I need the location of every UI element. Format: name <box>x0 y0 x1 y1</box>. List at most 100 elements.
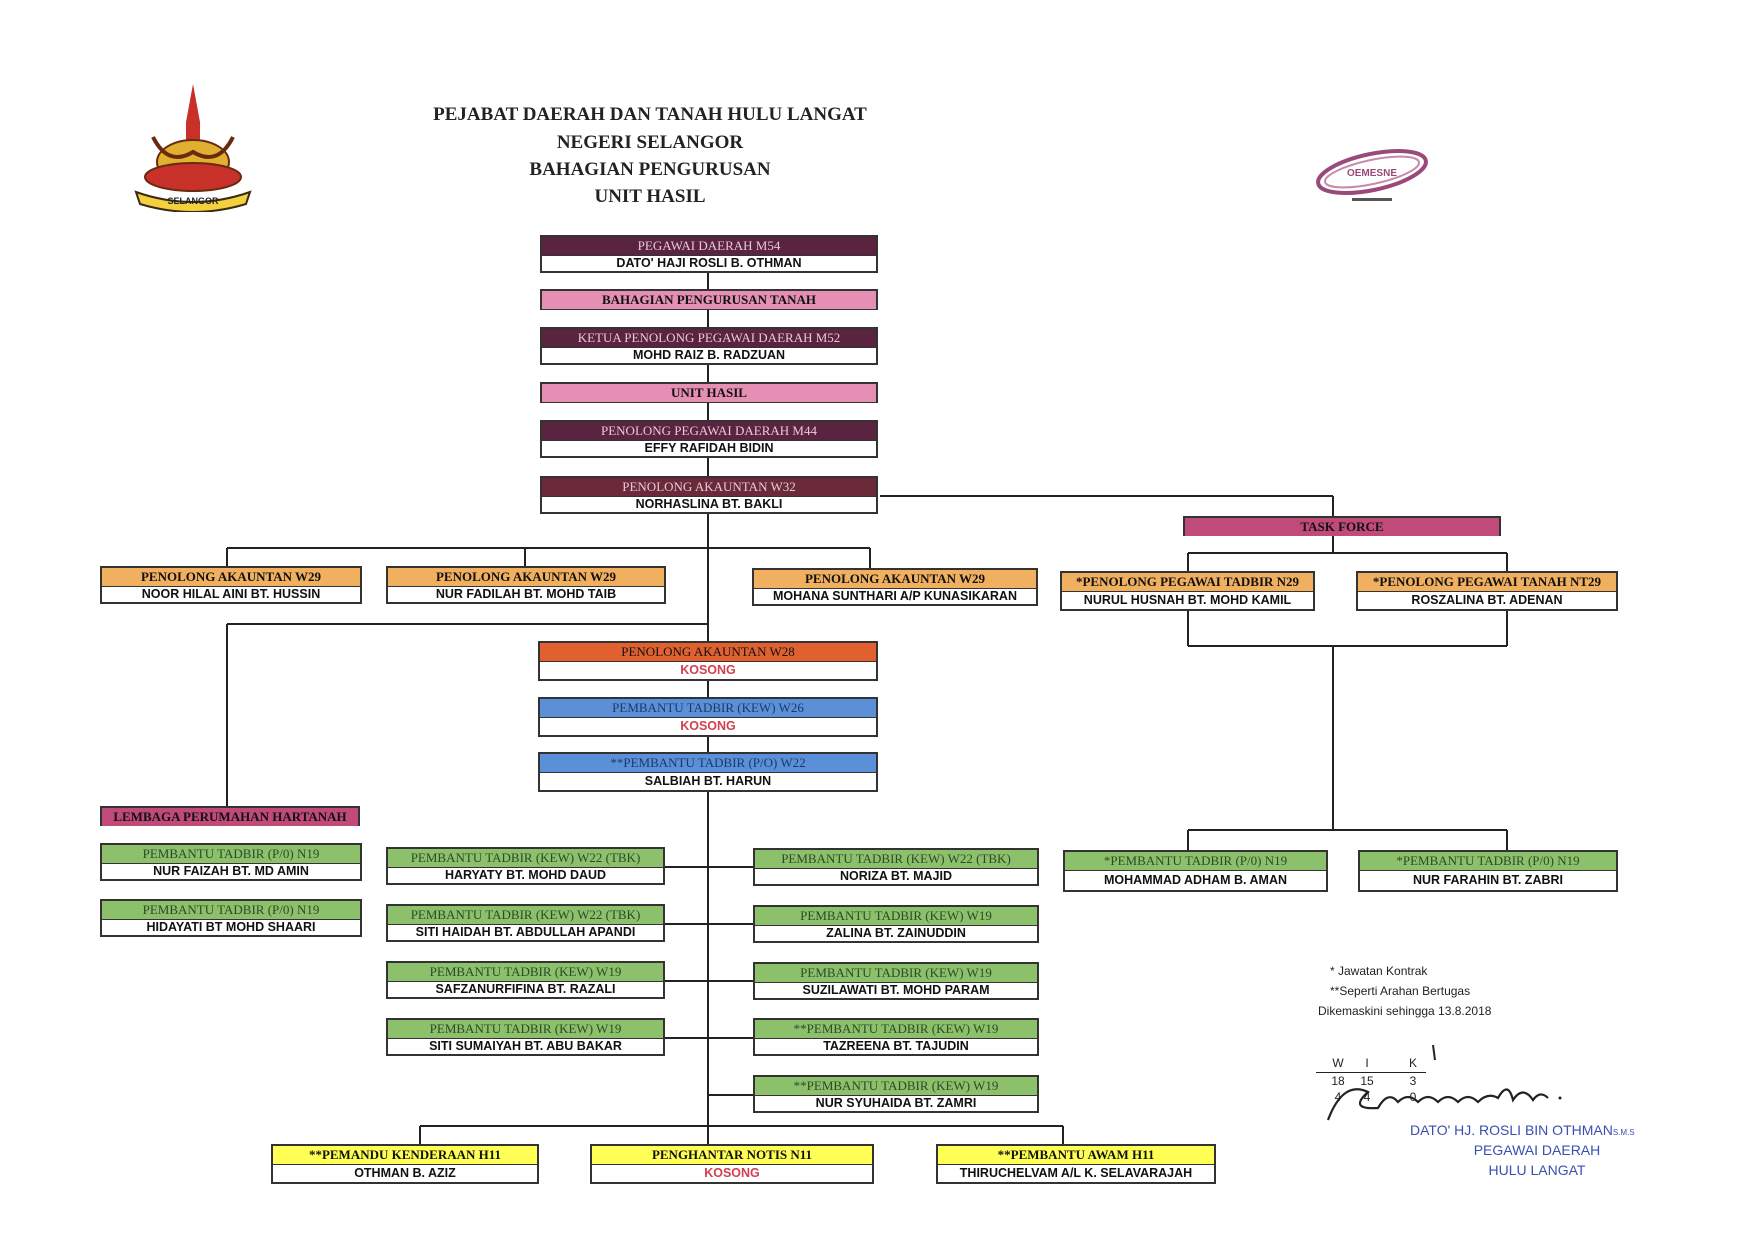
signatory-name: DATO' HJ. ROSLI BIN OTHMANS.M.S <box>1410 1122 1635 1138</box>
position-holder: NOOR HILAL AINI BT. HUSSIN <box>141 587 321 601</box>
position-title: PEMBANTU TADBIR (KEW) W19 <box>388 1020 663 1039</box>
position-holder: ZALINA BT. ZAINUDDIN <box>826 926 966 940</box>
position-holder: THIRUCHELVAM A/L K. SELAVARAJAH <box>959 1166 1193 1180</box>
division-unit-hasil: UNIT HASIL <box>540 382 878 403</box>
position-penolong-akauntan-w28: PENOLONG AKAUNTAN W28 KOSONG <box>538 641 878 681</box>
position-title: PENGHANTAR NOTIS N11 <box>592 1146 872 1165</box>
position-kew-right: **PEMBANTU TADBIR (KEW) W19 NUR SYUHAIDA… <box>753 1075 1039 1113</box>
position-title: PEMBANTU TADBIR (KEW) W19 <box>388 963 663 982</box>
division-title: BAHAGIAN PENGURUSAN TANAH <box>542 291 876 309</box>
position-holder: NORIZA BT. MAJID <box>839 869 953 883</box>
position-kew-left: PEMBANTU TADBIR (KEW) W22 (TBK) SITI HAI… <box>386 904 665 942</box>
position-kew-right: PEMBANTU TADBIR (KEW) W19 ZALINA BT. ZAI… <box>753 905 1039 943</box>
division-task-force: TASK FORCE <box>1183 516 1501 536</box>
position-title: *PENOLONG PEGAWAI TADBIR N29 <box>1062 573 1313 592</box>
position-holder: MOHANA SUNTHARI A/P KUNASIKARAN <box>773 589 1017 603</box>
position-holder: NURUL HUSNAH BT. MOHD KAMIL <box>1083 593 1292 607</box>
division-lembaga-perumahan-hartanah: LEMBAGA PERUMAHAN HARTANAH <box>100 806 360 826</box>
position-pembantu-awam: **PEMBANTU AWAM H11 THIRUCHELVAM A/L K. … <box>936 1144 1216 1184</box>
position-holder: NUR FARAHIN BT. ZABRI <box>1413 873 1563 887</box>
position-title: PEMBANTU TADBIR (KEW) W22 (TBK) <box>755 850 1037 869</box>
position-title: **PEMBANTU AWAM H11 <box>938 1146 1214 1165</box>
title-line-3: BAHAGIAN PENGURUSAN <box>529 159 771 180</box>
position-holder: HIDAYATI BT MOHD SHAARI <box>146 920 316 934</box>
position-kew-right: PEMBANTU TADBIR (KEW) W22 (TBK) NORIZA B… <box>753 848 1039 886</box>
position-tf-penolong-pegawai-tanah: *PENOLONG PEGAWAI TANAH NT29 ROSZALINA B… <box>1356 571 1618 611</box>
signatory-name-text: DATO' HJ. ROSLI BIN OTHMAN <box>1410 1122 1613 1138</box>
wik-divider <box>1316 1072 1426 1073</box>
position-title: PENOLONG AKAUNTAN W29 <box>754 570 1036 589</box>
position-title: *PEMBANTU TADBIR (P/0) N19 <box>1065 852 1326 871</box>
position-holder: MOHD RAIZ B. RADZUAN <box>632 348 786 362</box>
position-title: PEGAWAI DAERAH M54 <box>542 237 876 256</box>
position-title: KETUA PENOLONG PEGAWAI DAERAH M52 <box>542 329 876 348</box>
position-title: PENOLONG AKAUNTAN W29 <box>102 568 360 587</box>
position-tf-pembantu-tadbir: *PEMBANTU TADBIR (P/0) N19 NUR FARAHIN B… <box>1358 850 1618 892</box>
position-pembantu-tadbir-w22: **PEMBANTU TADBIR (P/O) W22 SALBIAH BT. … <box>538 752 878 792</box>
position-title: *PENOLONG PEGAWAI TANAH NT29 <box>1358 573 1616 592</box>
position-holder: MOHAMMAD ADHAM B. AMAN <box>1103 873 1288 887</box>
position-ketua-penolong: KETUA PENOLONG PEGAWAI DAERAH M52 MOHD R… <box>540 327 878 365</box>
division-bahagian-pengurusan-tanah: BAHAGIAN PENGURUSAN TANAH <box>540 289 878 310</box>
position-penolong-akauntan-w29: PENOLONG AKAUNTAN W29 MOHANA SUNTHARI A/… <box>752 568 1038 606</box>
note-contract: * Jawatan Kontrak <box>1330 964 1428 978</box>
position-kew-right: PEMBANTU TADBIR (KEW) W19 SUZILAWATI BT.… <box>753 962 1039 1000</box>
position-penolong-akauntan-w29: PENOLONG AKAUNTAN W29 NUR FADILAH BT. MO… <box>386 566 666 604</box>
position-holder: DATO' HAJI ROSLI B. OTHMAN <box>616 256 802 270</box>
position-holder: TAZREENA BT. TAJUDIN <box>823 1039 969 1053</box>
position-title: PEMBANTU TADBIR (P/0) N19 <box>102 901 360 920</box>
title-line-4: UNIT HASIL <box>594 186 706 207</box>
position-holder: SAFZANURFIFINA BT. RAZALI <box>435 982 616 996</box>
position-title: **PEMBANTU TADBIR (P/O) W22 <box>540 754 876 773</box>
position-penolong-pd: PENOLONG PEGAWAI DAERAH M44 EFFY RAFIDAH… <box>540 420 878 458</box>
position-penghantar-notis: PENGHANTAR NOTIS N11 KOSONG <box>590 1144 874 1184</box>
signatory-place: HULU LANGAT <box>1488 1162 1586 1178</box>
position-pegawai-daerah: PEGAWAI DAERAH M54 DATO' HAJI ROSLI B. O… <box>540 235 878 273</box>
position-holder: EFFY RAFIDAH BIDIN <box>644 441 774 455</box>
position-kew-left: PEMBANTU TADBIR (KEW) W19 SITI SUMAIYAH … <box>386 1018 665 1056</box>
oemesne-logo: OEMESNE <box>1312 140 1432 210</box>
position-holder: SITI SUMAIYAH BT. ABU BAKAR <box>429 1039 622 1053</box>
position-holder: NUR FAIZAH BT. MD AMIN <box>153 864 309 878</box>
division-title: TASK FORCE <box>1185 518 1499 536</box>
wik-header-i: I <box>1365 1056 1369 1070</box>
position-pemandu-kenderaan: **PEMANDU KENDERAAN H11 OTHMAN B. AZIZ <box>271 1144 539 1184</box>
position-holder: SALBIAH BT. HARUN <box>644 774 772 788</box>
position-title: PEMBANTU TADBIR (KEW) W19 <box>755 964 1037 983</box>
position-title: **PEMANDU KENDERAAN H11 <box>273 1146 537 1165</box>
position-kew-left: PEMBANTU TADBIR (KEW) W22 (TBK) HARYATY … <box>386 847 665 885</box>
position-title: PEMBANTU TADBIR (P/0) N19 <box>102 845 360 864</box>
vacant-label: KOSONG <box>680 719 736 733</box>
selangor-crest-logo: SELANGOR <box>128 82 258 213</box>
position-kew-right: **PEMBANTU TADBIR (KEW) W19 TAZREENA BT.… <box>753 1018 1039 1056</box>
position-holder: NUR FADILAH BT. MOHD TAIB <box>435 587 617 601</box>
wik-header-k: K <box>1408 1056 1417 1070</box>
position-title: PEMBANTU TADBIR (KEW) W19 <box>755 907 1037 926</box>
position-title: PENOLONG AKAUNTAN W28 <box>540 643 876 662</box>
wik-value: 3 <box>1409 1074 1417 1088</box>
position-penolong-akauntan-w32: PENOLONG AKAUNTAN W32 NORHASLINA BT. BAK… <box>540 476 878 514</box>
vacant-label: KOSONG <box>704 1166 760 1180</box>
wik-value: 18 <box>1331 1074 1345 1088</box>
division-title: UNIT HASIL <box>542 384 876 402</box>
signatory-title-suffix: S.M.S <box>1612 1128 1635 1137</box>
wik-value: 15 <box>1360 1074 1374 1088</box>
position-holder: SUZILAWATI BT. MOHD PARAM <box>802 983 990 997</box>
position-kew-left: PEMBANTU TADBIR (KEW) W19 SAFZANURFIFINA… <box>386 961 665 999</box>
position-title: PEMBANTU TADBIR (KEW) W22 (TBK) <box>388 849 663 868</box>
svg-text:SELANGOR: SELANGOR <box>167 196 219 206</box>
position-tf-penolong-pegawai-tadbir: *PENOLONG PEGAWAI TADBIR N29 NURUL HUSNA… <box>1060 571 1315 611</box>
position-title: PEMBANTU TADBIR (KEW) W26 <box>540 699 876 718</box>
wik-header-w: W <box>1332 1056 1344 1070</box>
wik-value: 4 <box>1334 1090 1342 1104</box>
position-lph-pembantu-tadbir: PEMBANTU TADBIR (P/0) N19 HIDAYATI BT MO… <box>100 899 362 937</box>
position-holder: NUR SYUHAIDA BT. ZAMRI <box>815 1096 977 1110</box>
position-pembantu-tadbir-w26: PEMBANTU TADBIR (KEW) W26 KOSONG <box>538 697 878 737</box>
position-title: PENOLONG AKAUNTAN W29 <box>388 568 664 587</box>
title-line-1: PEJABAT DAERAH DAN TANAH HULU LANGAT <box>433 104 867 125</box>
svg-text:OEMESNE: OEMESNE <box>1347 168 1397 179</box>
position-lph-pembantu-tadbir: PEMBANTU TADBIR (P/0) N19 NUR FAIZAH BT.… <box>100 843 362 881</box>
note-acting: **Seperti Arahan Bertugas <box>1330 984 1471 998</box>
title-line-2: NEGERI SELANGOR <box>556 132 744 153</box>
